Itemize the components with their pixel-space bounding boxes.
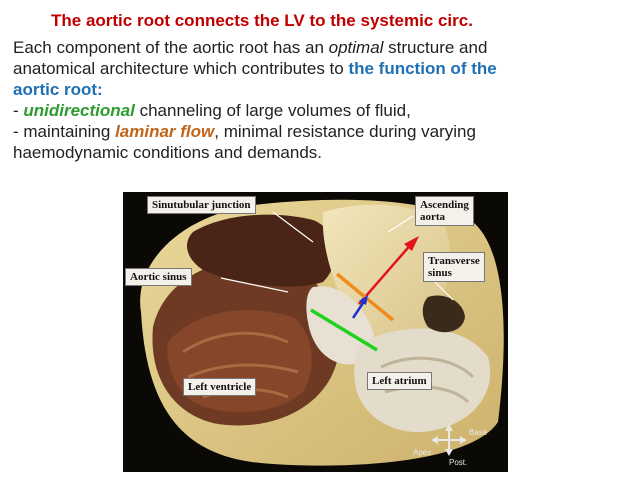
bullet-unidirectional: - unidirectional channeling of large vol… (13, 101, 411, 120)
label-ascending-aorta: Ascending aorta (415, 196, 474, 226)
upper-dark-chamber (187, 214, 336, 287)
orientation-apex-label: Apex (413, 448, 432, 457)
label-left-ventricle: Left ventricle (183, 378, 257, 396)
body-line-1: Each component of the aortic root has an… (13, 38, 488, 57)
orientation-base-label: Base (469, 428, 488, 437)
aortic-root (306, 286, 374, 365)
blue-arrow-head (359, 295, 368, 305)
highlight-function: the function of the (348, 59, 497, 78)
orientation-compass-icon (431, 424, 467, 456)
slide-body-text: Each component of the aortic root has an… (13, 37, 633, 163)
red-arrow (358, 241, 414, 305)
heart-specimen-illustration (140, 199, 504, 466)
transverse-sinus (422, 295, 465, 333)
label-transverse-sinus: Transverse sinus (423, 252, 485, 282)
label-aortic-sinus: Aortic sinus (125, 268, 192, 286)
highlight-unidirectional: unidirectional (23, 101, 135, 120)
bullet-laminar-flow: - maintaining laminar flow, minimal resi… (13, 122, 476, 141)
red-arrow-head (404, 236, 419, 251)
label-left-atrium: Left atrium (367, 372, 432, 390)
green-line (310, 308, 378, 352)
heart-specimen-figure: Sinutubular junction Ascending aorta Aor… (123, 192, 508, 472)
body-line-2: anatomical architecture which contribute… (13, 59, 497, 78)
label-sinutubular-junction: Sinutubular junction (147, 196, 256, 214)
slide-title: The aortic root connects the LV to the s… (51, 11, 473, 30)
orientation-post-label: Post. (449, 458, 468, 467)
highlight-laminar-flow: laminar flow (115, 122, 215, 141)
body-line-3: aortic root: (13, 80, 103, 99)
emphasis-optimal: optimal (328, 38, 384, 57)
body-line-6: haemodynamic conditions and demands. (13, 143, 323, 162)
trabeculae (167, 310, 312, 413)
